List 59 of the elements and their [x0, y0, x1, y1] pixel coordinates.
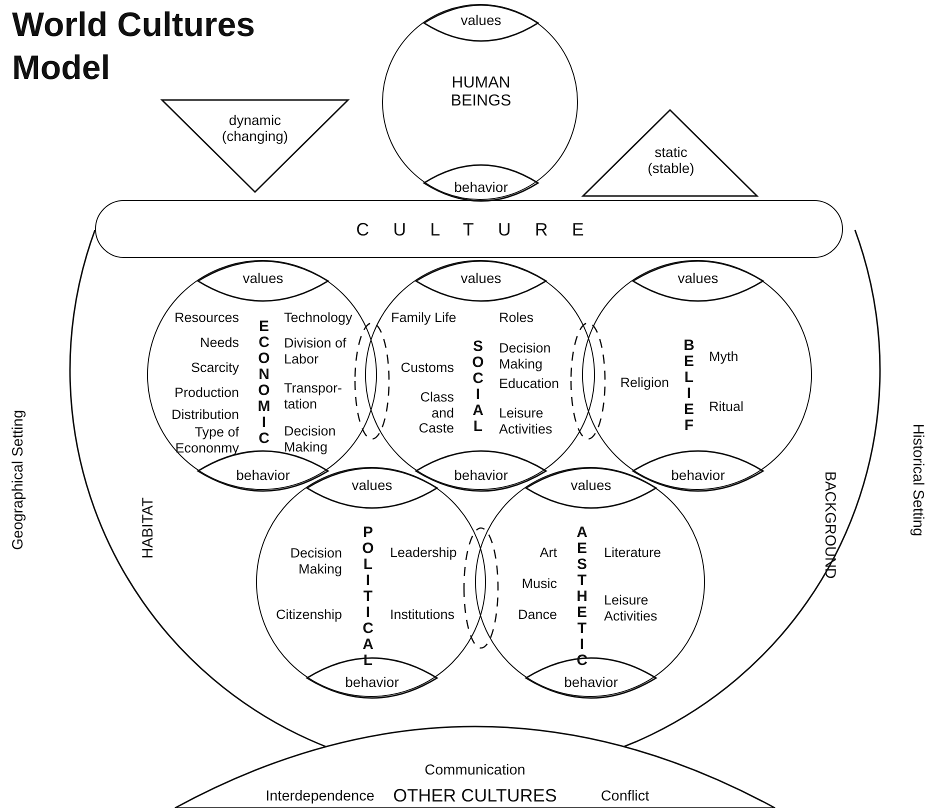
- setting-label: HABITAT: [139, 497, 157, 559]
- topic-label: Ritual: [709, 399, 744, 415]
- side-label: Historical Setting: [909, 424, 927, 536]
- setting-label: BACKGROUND: [821, 471, 839, 579]
- topic-label: Decision Making: [284, 423, 337, 455]
- triangle-label: dynamic (changing): [220, 112, 290, 144]
- topic-label: Myth: [709, 349, 738, 365]
- topic-label: Technology: [284, 310, 352, 326]
- category-title: BELIEF: [682, 337, 696, 433]
- topic-label: Leisure Activities: [499, 405, 554, 437]
- category-title: ECONOMIC: [256, 318, 272, 446]
- topic-label: Religion: [620, 375, 669, 391]
- lens-label: values: [678, 270, 718, 286]
- lens-label: behavior: [236, 466, 290, 484]
- lens-label: values: [460, 12, 502, 28]
- topic-label: Roles: [499, 310, 534, 326]
- topic-label: Type of Econonmy: [174, 424, 239, 456]
- topic-label: Scarcity: [190, 360, 239, 376]
- topic-label: Citizenship: [276, 607, 342, 623]
- topic-label: Leadership: [390, 545, 457, 561]
- topic-label: Literature: [604, 545, 662, 561]
- dome-label: Interdependence: [266, 788, 374, 806]
- lens-label: behavior: [454, 466, 508, 484]
- lens-label: behavior: [345, 674, 399, 690]
- category-title: SOCIAL: [470, 338, 486, 434]
- topic-label: Customs: [400, 360, 454, 376]
- topic-label: Leisure Activities: [604, 592, 658, 624]
- lens-label: behavior: [564, 674, 618, 690]
- topic-label: Division of Labor: [284, 335, 348, 367]
- side-label: Geographical Setting: [9, 410, 27, 550]
- lens-label: values: [352, 476, 392, 493]
- lens-label: values: [460, 270, 502, 286]
- dome-label: Communication: [424, 762, 526, 780]
- topic-label: Art: [540, 545, 557, 561]
- lens-label: behavior: [671, 466, 725, 484]
- category-title: AESTHETIC: [574, 524, 590, 668]
- lens-label: values: [242, 270, 284, 286]
- topic-label: Needs: [200, 335, 239, 351]
- topic-label: Decision Making: [499, 340, 552, 372]
- topic-label: Family Life: [391, 310, 456, 326]
- band-label: CULTURE: [356, 220, 608, 240]
- lens-label: behavior: [454, 178, 508, 195]
- diagram-title: World Cultures Model: [12, 5, 256, 88]
- topic-label: Resources: [174, 310, 239, 326]
- dome-label: OTHER CULTURES: [393, 786, 557, 806]
- category-title: POLITICAL: [360, 524, 376, 668]
- dome-label: Conflict: [600, 788, 650, 806]
- topic-label: Transpor- tation: [284, 380, 344, 412]
- topic-label: Decision Making: [289, 545, 342, 577]
- topic-label: Music: [522, 576, 557, 592]
- topic-label: Education: [499, 376, 560, 392]
- topic-label: Institutions: [390, 607, 455, 623]
- human-beings-label: HUMAN BEINGS: [450, 74, 512, 112]
- lens-label: values: [570, 476, 612, 493]
- topic-label: Dance: [518, 607, 557, 623]
- topic-label: Production: [174, 385, 239, 401]
- topic-label: Class and Caste: [418, 390, 454, 436]
- triangle-label: static (stable): [646, 144, 696, 176]
- topic-label: Distribution: [171, 407, 239, 423]
